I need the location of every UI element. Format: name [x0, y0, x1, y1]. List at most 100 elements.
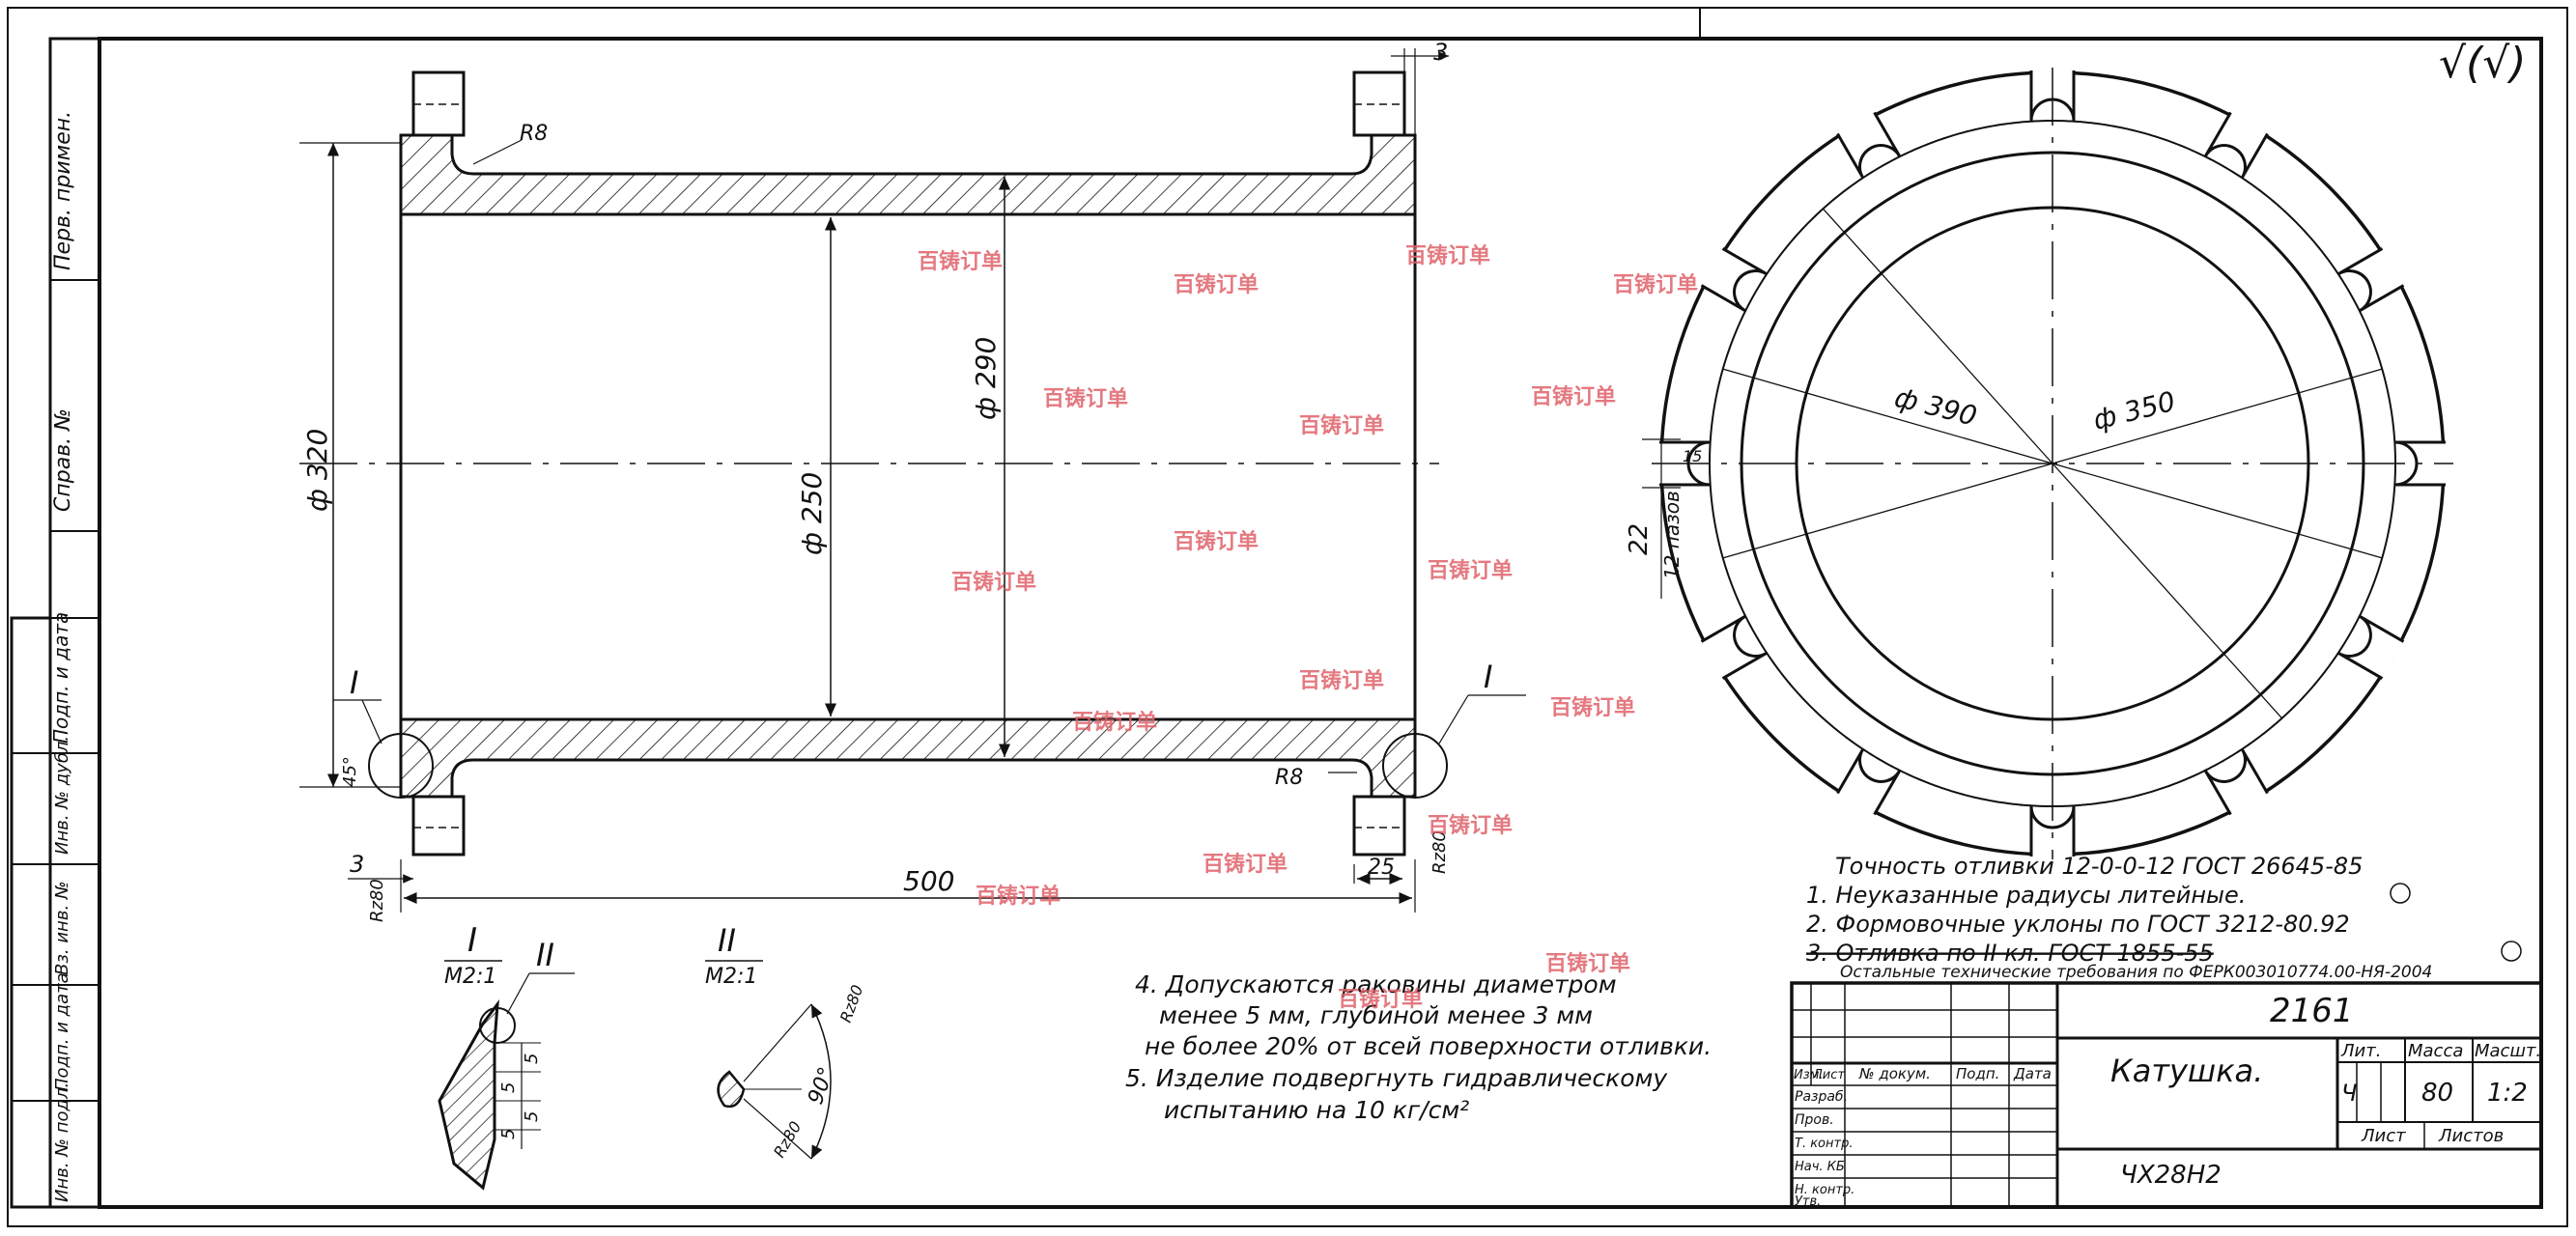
note-1: 1. Неуказанные радиусы литейные. — [1806, 882, 2246, 909]
stamp-vzam-inv: Вз. инв. № — [52, 881, 72, 975]
watermark: 百铸订单 — [1428, 813, 1513, 838]
detail-circle-left — [368, 733, 434, 799]
dim-dia-390: ф 390 — [1891, 381, 1980, 433]
stamp-sprav-no: Справ. № — [51, 408, 75, 512]
tb-role-nkontr: Н. контр. — [1795, 1183, 1854, 1197]
ring-slot — [1700, 247, 1768, 312]
stamp-inv-dubl: Инв. № дубл. — [52, 736, 72, 855]
tb-hdr-podp: Подп. — [1956, 1065, 1999, 1082]
surface-finish-mark: √(√) — [2439, 39, 2526, 88]
detail-I-label: I — [467, 921, 477, 960]
diameter-leader — [2052, 463, 2383, 559]
tb-scale: 1:2 — [2487, 1079, 2528, 1108]
tb-mass: 80 — [2421, 1079, 2453, 1108]
detail-II-scale: M2:1 — [705, 965, 757, 989]
watermark: 百铸订单 — [1174, 272, 1259, 297]
notes-right: Точность отливки 12-0-0-12 ГОСТ 26645-85… — [1806, 853, 2522, 982]
detail-I-dim-c: 5 — [522, 1111, 542, 1122]
ring-slot — [2029, 805, 2076, 857]
tb-col-lit: Лит. — [2340, 1041, 2381, 1061]
note-3b: Остальные технические требования по ФЕРК… — [1840, 963, 2432, 982]
note-4-line-b: менее 5 мм, глубиной менее 3 мм — [1159, 1001, 1593, 1029]
tb-doc-number: 2161 — [2270, 992, 2354, 1030]
watermark: 百铸订单 — [1545, 951, 1630, 976]
detail-I-scale: M2:1 — [444, 965, 496, 989]
tb-role-tkontr: Т. контр. — [1795, 1137, 1853, 1151]
watermark: 百铸订单 — [1072, 710, 1157, 735]
tb-col-scale: Масшт. — [2475, 1041, 2541, 1061]
tb-hdr-list: Лист — [1812, 1068, 1845, 1082]
note-4-line-a: 4. Допускаются раковины диаметром — [1135, 970, 1617, 998]
tb-material: ЧХ28Н2 — [2120, 1161, 2222, 1190]
detail-circle-right — [1382, 733, 1448, 799]
tb-hdr-data: Дата — [2013, 1065, 2052, 1082]
detail-II-lobe — [717, 1070, 746, 1109]
end-view: ф 390 ф 350 22 12 пазов 15 — [1625, 68, 2453, 859]
dim-flange-top-3: 3 — [1433, 39, 1448, 66]
detail-II-roughness-b: Rz80 — [770, 1118, 805, 1161]
diameter-leader — [2052, 368, 2383, 464]
watermark: 百铸订单 — [918, 249, 1003, 274]
diameter-leader — [1722, 463, 2053, 559]
top-wall-section — [399, 133, 1417, 216]
tb-role-prov: Пров. — [1795, 1112, 1834, 1128]
note-2: 2. Формовочные уклоны по ГОСТ 3212-80.92 — [1806, 911, 2350, 938]
detail-II-angle: 90° — [804, 1064, 839, 1108]
ring-slot — [2337, 615, 2405, 680]
slots-note: 12 пазов — [1660, 491, 1684, 579]
dim-length-500: 500 — [903, 865, 954, 897]
detail-I-dim-a: 5 — [522, 1053, 542, 1064]
tb-hdr-izm: Изм. — [1794, 1068, 1824, 1082]
tb-hdr-doc: № докум. — [1858, 1065, 1931, 1082]
detail-I-subcallout: II — [536, 937, 554, 973]
diameter-leader — [1822, 208, 2053, 464]
tb-role-utv: Утв. — [1795, 1194, 1821, 1209]
watermark: 百铸订单 — [976, 884, 1061, 909]
tb-part-name: Катушка. — [2110, 1053, 2263, 1089]
watermark: 百铸订单 — [1531, 384, 1616, 409]
detail-II: II M2:1 90° Rz80 Rz80 — [705, 922, 866, 1161]
tb-col-mass: Масса — [2408, 1041, 2463, 1061]
note-5-line-b: испытанию на 10 кг/см² — [1164, 1096, 1469, 1124]
title-block: Изм. Лист № докум. Подп. Дата Разраб. Пр… — [1790, 981, 2543, 1209]
watermark: 百铸订单 — [1428, 558, 1513, 583]
watermarks: 百铸订单 百铸订单 百铸订单 百铸订单 百铸订单 百铸订单 百铸订单 百铸订单 … — [918, 243, 1698, 1012]
roughness-left: Rz80 — [367, 879, 387, 922]
outer-frame — [7, 7, 2568, 1227]
detail-II-label: II — [718, 922, 736, 959]
radius-bottom-r8: R8 — [1275, 766, 1303, 790]
watermark: 百铸订单 — [951, 570, 1036, 595]
watermark: 百铸订单 — [1613, 272, 1698, 297]
detail-I-dim-b: 5 — [498, 1082, 519, 1093]
dim-slot-15: 15 — [1683, 447, 1702, 465]
detail-II-roughness-a: Rz80 — [836, 982, 866, 1025]
ring-slot — [2204, 111, 2269, 179]
note-3: 3. Отливка по II кл. ГОСТ 1855-55 — [1806, 940, 2214, 967]
dim-dia-290: ф 290 — [970, 337, 1002, 420]
note-4-line-c: не более 20% от всей поверхности отливки… — [1145, 1032, 1712, 1060]
stamp-inv-podl: Инв. № подл. — [52, 1082, 72, 1202]
detail-I-profile — [438, 998, 499, 1191]
note-5-line-a: 5. Изделие подвергнуть гидравлическому — [1125, 1064, 1668, 1092]
ring-slot — [1700, 615, 1768, 680]
diameter-leader — [2052, 463, 2283, 719]
flange-lug-bottom-left — [411, 795, 466, 857]
tb-sheets: Листов — [2438, 1126, 2504, 1146]
tb-lit-value: Ч — [2341, 1080, 2357, 1107]
detail-I-dim-d: 5 — [498, 1129, 519, 1139]
diameter-leader — [1722, 368, 2053, 464]
dim-dia-350: ф 350 — [2090, 385, 2179, 436]
tb-sheet: Лист — [2361, 1126, 2406, 1146]
angle-45: 45° — [340, 756, 360, 787]
watermark: 百铸订单 — [1405, 243, 1490, 268]
stamp-podp-data2: Подп. и дата — [52, 972, 72, 1091]
detail-I: I M2:1 II 5 5 5 5 — [438, 921, 575, 1191]
ring-slot — [1836, 748, 1901, 816]
stamp-podp-data: Подп. и дата — [49, 612, 72, 744]
tb-role-nach: Нач. КБ — [1795, 1160, 1845, 1174]
dim-25: 25 — [1368, 856, 1395, 880]
ring-slot — [2337, 247, 2405, 312]
callout-left-I: I — [350, 664, 358, 701]
notes-left: 4. Допускаются раковины диаметром менее … — [1125, 970, 1712, 1124]
